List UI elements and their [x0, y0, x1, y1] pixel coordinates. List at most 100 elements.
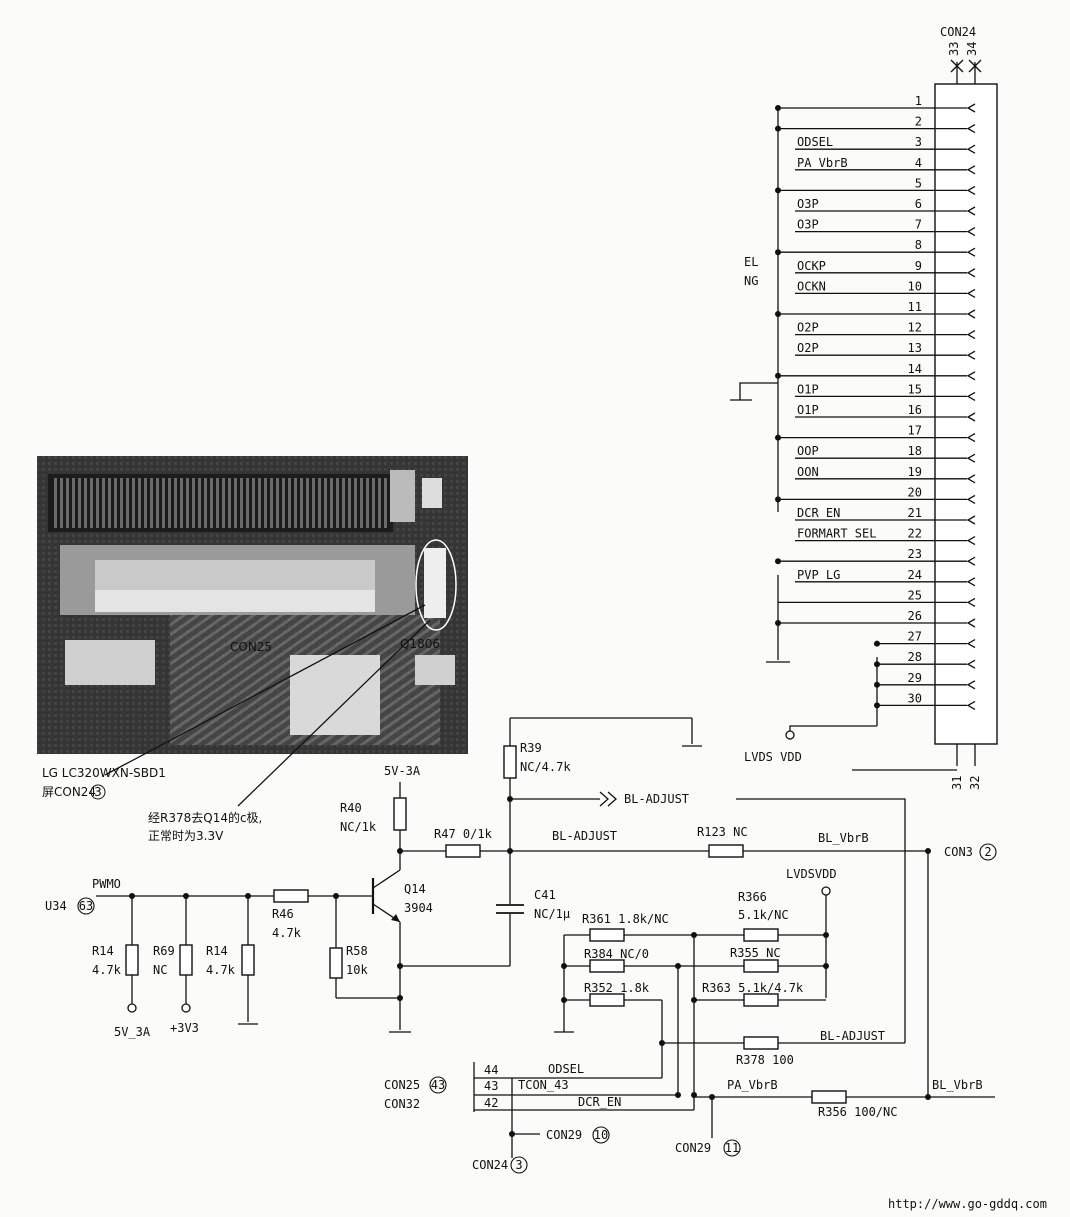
con29a-circle-num: 10 — [594, 1128, 608, 1142]
pin-13-signal: O2P — [797, 341, 819, 355]
resistor-r123 — [708, 844, 744, 858]
pin-23-number: 23 — [908, 547, 922, 561]
r39-value: NC/4.7k — [520, 760, 571, 774]
pin-1-number: 1 — [915, 94, 922, 108]
con29b-circle — [723, 1139, 741, 1157]
pin-24-contact — [966, 577, 976, 587]
pin-3-number: 3 — [915, 135, 922, 149]
pin-13-contact — [966, 350, 976, 360]
pin-7-contact — [966, 227, 976, 237]
pin-19-contact — [966, 474, 976, 484]
pin31-label: 31 — [950, 776, 964, 790]
pin-15-number: 15 — [908, 382, 922, 396]
pin-18-signal: OOP — [797, 444, 819, 458]
pin-2-contact — [966, 124, 976, 134]
pin-10-contact — [966, 288, 976, 298]
r40-value: NC/1k — [340, 820, 377, 834]
u34-circle — [77, 897, 95, 915]
bl-adjust-arrow-label: BL-ADJUST — [624, 792, 689, 806]
r384-label: R384 NC/0 — [584, 947, 649, 961]
callout-r378-line2: 正常时为3.3V — [148, 829, 224, 843]
pin-20-number: 20 — [908, 485, 922, 499]
con29a-label: CON29 — [546, 1128, 582, 1142]
resistor-r14b — [241, 944, 255, 976]
r366-name: R366 — [738, 890, 767, 904]
pin-8-number: 8 — [915, 238, 922, 252]
r69-value: NC — [153, 963, 167, 977]
u34-circle-num: 63 — [79, 899, 93, 913]
bl-adjust-return — [736, 798, 906, 1043]
r58-value: 10k — [346, 963, 368, 977]
pin-15-contact — [966, 391, 976, 401]
pin-12-contact — [966, 330, 976, 340]
c41-value: NC/1μ — [534, 907, 570, 921]
pin-22-signal: FORMART SEL — [797, 527, 876, 541]
r363-label: R363 5.1k/4.7k — [702, 981, 804, 995]
callout-lg-line2: 屏CON24 — [42, 785, 96, 799]
footer-url: http://www.go-gddq.com — [888, 1197, 1047, 1211]
pin-30-number: 30 — [908, 691, 922, 705]
odsel-net-label: ODSEL — [548, 1062, 584, 1076]
con24-label: CON24 — [472, 1158, 508, 1172]
pin-29-contact — [966, 680, 976, 690]
r46-value: 4.7k — [272, 926, 302, 940]
pin-8-contact — [966, 247, 976, 257]
pin-26-contact — [966, 618, 976, 628]
resistor-r39 — [503, 745, 517, 779]
pin-21-number: 21 — [908, 506, 922, 520]
con3-circle-num: 2 — [984, 845, 991, 859]
pin-11-number: 11 — [908, 300, 922, 314]
pin-18-number: 18 — [908, 444, 922, 458]
pin-3-signal: ODSEL — [797, 135, 833, 149]
callout-leader-lg — [104, 604, 426, 776]
resistor-r46 — [273, 889, 309, 903]
bl-adjust-net-label: BL-ADJUST — [552, 829, 617, 843]
resistor-r69 — [179, 944, 193, 976]
pin-16-contact — [966, 412, 976, 422]
pin34-label: 34 — [965, 42, 979, 56]
r14b-value: 4.7k — [206, 963, 236, 977]
r14a-value: 4.7k — [92, 963, 122, 977]
pin-26-number: 26 — [908, 609, 922, 623]
lvds-vdd-terminal — [785, 730, 795, 740]
resistor-r356 — [811, 1090, 847, 1104]
con29b-label: CON29 — [675, 1141, 711, 1155]
r14b-name: R14 — [206, 944, 228, 958]
bl-adjust-b-label: BL-ADJUST — [820, 1029, 885, 1043]
pin32-label: 32 — [968, 776, 982, 790]
lvds-vdd-lead — [789, 725, 877, 732]
v5-label: 5V-3A — [384, 764, 421, 778]
lvdsvdd-label: LVDSVDD — [786, 867, 837, 881]
pin-27-junction — [874, 640, 880, 647]
r366-value: 5.1k/NC — [738, 908, 789, 922]
q14-value: 3904 — [404, 901, 433, 915]
pin-21-signal: DCR EN — [797, 506, 840, 520]
pwr-5v-label: 5V_3A — [114, 1025, 151, 1039]
pin-25-number: 25 — [908, 588, 922, 602]
con29a-circle — [592, 1126, 610, 1144]
r39-name: R39 — [520, 741, 542, 755]
pin-10-signal: OCKN — [797, 279, 826, 293]
r352-label: R352 1.8k — [584, 981, 650, 995]
bl-adjust-arrow — [599, 791, 617, 807]
pin-28-contact — [966, 659, 976, 669]
pin-24-signal: PVP LG — [797, 568, 840, 582]
con3-circle — [979, 843, 997, 861]
pin-23-contact — [966, 556, 976, 566]
r46-name: R46 — [272, 907, 294, 921]
r69-name: R69 — [153, 944, 175, 958]
pin-22-number: 22 — [908, 527, 922, 541]
pin-11-contact — [966, 309, 976, 319]
callout-lg-circle — [90, 784, 106, 800]
pin-7-signal: O3P — [797, 218, 819, 232]
pwmo-label: PWMO — [92, 877, 121, 891]
q14-name: Q14 — [404, 882, 426, 896]
r40-name: R40 — [340, 801, 362, 815]
pin-12-signal: O2P — [797, 321, 819, 335]
pin-30-contact — [966, 700, 976, 710]
pin-5-contact — [966, 185, 976, 195]
con32-label: CON32 — [384, 1097, 420, 1111]
pin34-x-mark — [968, 59, 982, 73]
